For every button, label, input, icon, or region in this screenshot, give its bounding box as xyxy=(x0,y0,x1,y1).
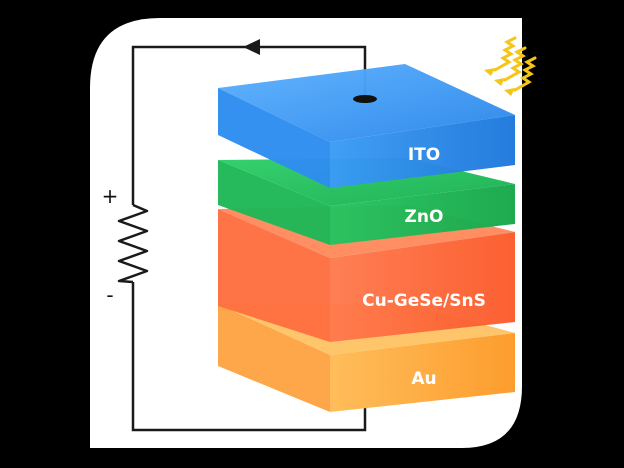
plus-sign: + xyxy=(102,184,119,208)
layer-ito: ITO xyxy=(218,64,515,188)
layer-label-ito: ITO xyxy=(408,145,440,165)
au-side-face xyxy=(218,304,330,412)
zno-side-face xyxy=(218,160,330,245)
ito-side-face xyxy=(218,88,330,188)
layer-label-au: Au xyxy=(411,369,436,389)
ito-top-face xyxy=(218,64,515,142)
sunlight-arrowheads xyxy=(484,68,515,96)
current-arrow-icon xyxy=(243,39,260,55)
top-contact-icon xyxy=(353,95,377,103)
zno-front-face xyxy=(330,184,515,245)
layer-label-zno: ZnO xyxy=(405,207,444,227)
au-front-face xyxy=(330,333,515,412)
minus-sign: - xyxy=(106,283,113,307)
sunlight-rays-icon xyxy=(493,36,537,92)
ito-front-face xyxy=(330,115,515,188)
resistor-icon xyxy=(117,203,149,284)
layer-label-absorber: Cu-GeSe/SnS xyxy=(362,291,486,311)
absorber-front-face xyxy=(330,232,515,342)
absorber-side-face xyxy=(218,209,330,342)
